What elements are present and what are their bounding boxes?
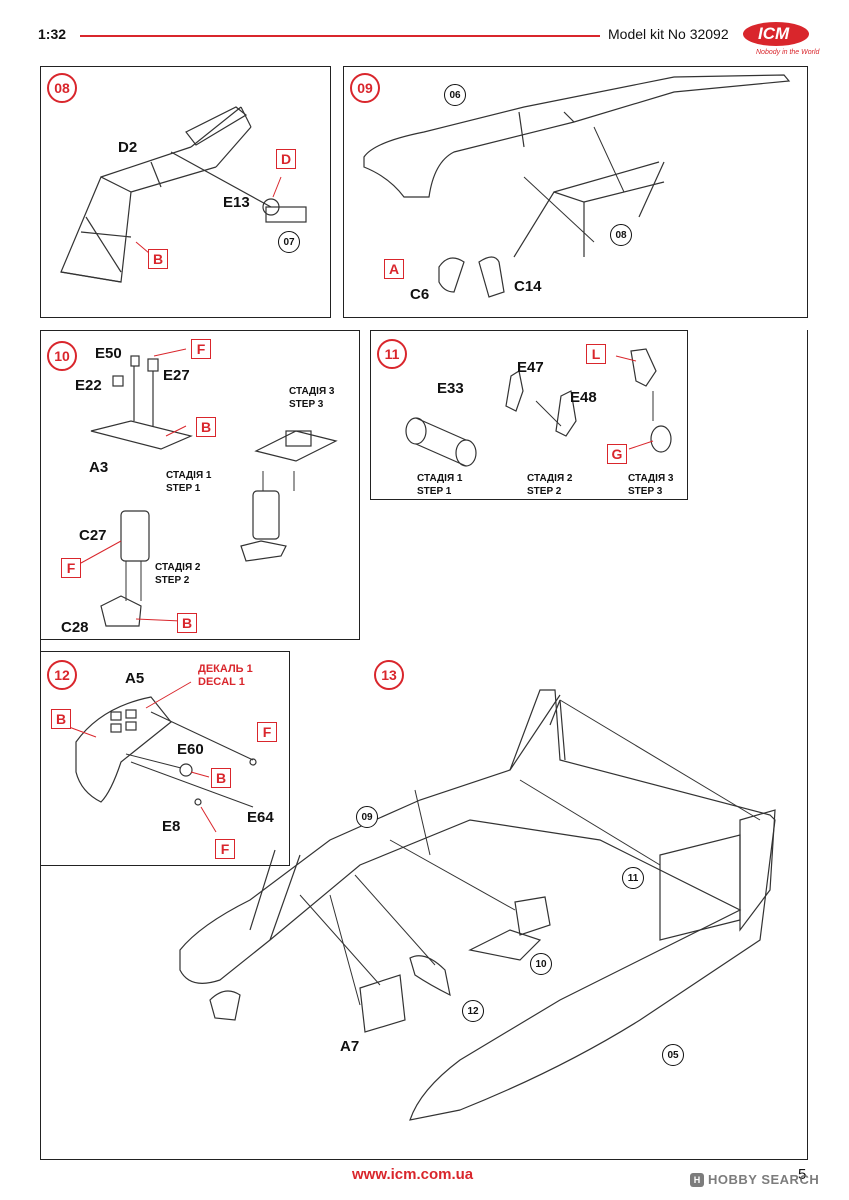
step-11-stage-1: СТАДІЯ 1 STEP 1 xyxy=(417,472,462,498)
color-code-l: L xyxy=(586,344,606,364)
step-08-drawing xyxy=(60,106,307,283)
step-12-number: 12 xyxy=(47,660,77,690)
brand-logo-text: ICM xyxy=(758,24,790,43)
part-e64: E64 xyxy=(247,809,274,826)
ref-06: 06 xyxy=(444,84,466,106)
part-d2: D2 xyxy=(118,139,138,156)
part-e50: E50 xyxy=(95,345,122,362)
watermark-text: HOBBY SEARCH xyxy=(708,1172,820,1187)
color-code-b: B xyxy=(148,249,168,269)
part-c28: C28 xyxy=(61,619,89,636)
step-09-number: 09 xyxy=(350,73,380,103)
part-e13: E13 xyxy=(223,194,250,211)
color-code-b-1: B xyxy=(196,417,216,437)
ref-11: 11 xyxy=(622,867,644,889)
brand-tagline: Nobody in the World xyxy=(756,49,820,56)
stage-1-ua: СТАДІЯ 1 xyxy=(166,470,212,481)
header-rule xyxy=(80,35,600,37)
stage-3-en: STEP 3 xyxy=(289,399,324,410)
part-e48: E48 xyxy=(570,389,597,406)
stage-1-en: STEP 1 xyxy=(417,486,452,497)
step-10-stage-1: СТАДІЯ 1 STEP 1 xyxy=(166,469,211,495)
header-kit-label: Model kit No 32092 xyxy=(608,26,729,42)
step-11-panel: 11 E33 E47 E48 L G СТАДІЯ 1 STEP 1 СТАДІ… xyxy=(370,330,688,500)
footer-watermark: H HOBBY SEARCH xyxy=(690,1172,819,1187)
ref-12: 12 xyxy=(462,1000,484,1022)
step-10-stage-3: СТАДІЯ 3 STEP 3 xyxy=(289,385,334,411)
color-code-f-2: F xyxy=(215,839,235,859)
step-09-panel: 09 06 08 A C6 C14 xyxy=(343,66,808,318)
decal-ua: ДЕКАЛЬ 1 xyxy=(198,663,253,675)
ref-07: 07 xyxy=(278,231,300,253)
color-code-f-1: F xyxy=(257,722,277,742)
stage-2-en: STEP 2 xyxy=(527,486,562,497)
color-code-g: G xyxy=(607,444,627,464)
color-code-b-2: B xyxy=(177,613,197,633)
step-11-stage-2: СТАДІЯ 2 STEP 2 xyxy=(527,472,572,498)
color-code-f-1: F xyxy=(191,339,211,359)
step-11-stage-3: СТАДІЯ 3 STEP 3 xyxy=(628,472,673,498)
part-c27: C27 xyxy=(79,527,107,544)
step-08-panel: 08 D2 E13 D B 07 xyxy=(40,66,331,318)
part-c6: C6 xyxy=(410,286,430,303)
brand-logo: ICM Nobody in the World xyxy=(740,16,819,64)
stage-3-ua: СТАДІЯ 3 xyxy=(628,473,674,484)
step-12-drawing xyxy=(68,681,257,833)
decal-label: ДЕКАЛЬ 1 DECAL 1 xyxy=(198,663,253,689)
part-e33: E33 xyxy=(437,380,464,397)
step-09-drawing xyxy=(363,74,791,298)
stage-2-ua: СТАДІЯ 2 xyxy=(527,473,573,484)
color-code-b-2: B xyxy=(211,768,231,788)
decal-en: DECAL 1 xyxy=(198,676,245,688)
step-13-panel xyxy=(40,330,808,1160)
part-a5: A5 xyxy=(125,670,145,687)
step-10-panel: 10 E50 E27 E22 A3 C27 C28 F B F B СТАДІЯ… xyxy=(40,330,360,640)
header-scale: 1:32 xyxy=(38,26,67,42)
color-code-a: A xyxy=(384,259,404,279)
ref-08: 08 xyxy=(610,224,632,246)
part-e27: E27 xyxy=(163,367,190,384)
step-13-drawing xyxy=(179,689,776,1121)
ref-09: 09 xyxy=(356,806,378,828)
step-13-number: 13 xyxy=(374,660,404,690)
part-e60: E60 xyxy=(177,741,204,758)
step-13-drawing-area xyxy=(40,640,808,1160)
step-08-number: 08 xyxy=(47,73,77,103)
part-c14: C14 xyxy=(514,278,542,295)
footer-page-number: 5 xyxy=(798,1166,807,1183)
step-11-drawing xyxy=(405,348,672,467)
color-code-f-2: F xyxy=(61,558,81,578)
step-10-drawing xyxy=(80,348,338,627)
part-a7: A7 xyxy=(340,1038,360,1055)
color-code-d: D xyxy=(276,149,296,169)
part-e47: E47 xyxy=(517,359,544,376)
step-10-number: 10 xyxy=(47,341,77,371)
stage-2-ua: СТАДІЯ 2 xyxy=(155,562,201,573)
part-e8: E8 xyxy=(162,818,181,835)
step-12-panel: 12 A5 E60 E8 E64 ДЕКАЛЬ 1 DECAL 1 B B F … xyxy=(40,651,290,866)
step-10-stage-2: СТАДІЯ 2 STEP 2 xyxy=(155,561,200,587)
part-e22: E22 xyxy=(75,377,102,394)
stage-2-en: STEP 2 xyxy=(155,575,190,586)
part-a3: A3 xyxy=(89,459,109,476)
stage-3-ua: СТАДІЯ 3 xyxy=(289,386,335,397)
stage-1-ua: СТАДІЯ 1 xyxy=(417,473,463,484)
stage-1-en: STEP 1 xyxy=(166,483,201,494)
ref-10: 10 xyxy=(530,953,552,975)
brand-logo-shape xyxy=(743,22,809,46)
footer-website[interactable]: www.icm.com.ua xyxy=(352,1166,474,1183)
color-code-b-1: B xyxy=(51,709,71,729)
step-11-number: 11 xyxy=(377,339,407,369)
ref-05: 05 xyxy=(662,1044,684,1066)
watermark-icon: H xyxy=(690,1172,704,1187)
stage-3-en: STEP 3 xyxy=(628,486,663,497)
